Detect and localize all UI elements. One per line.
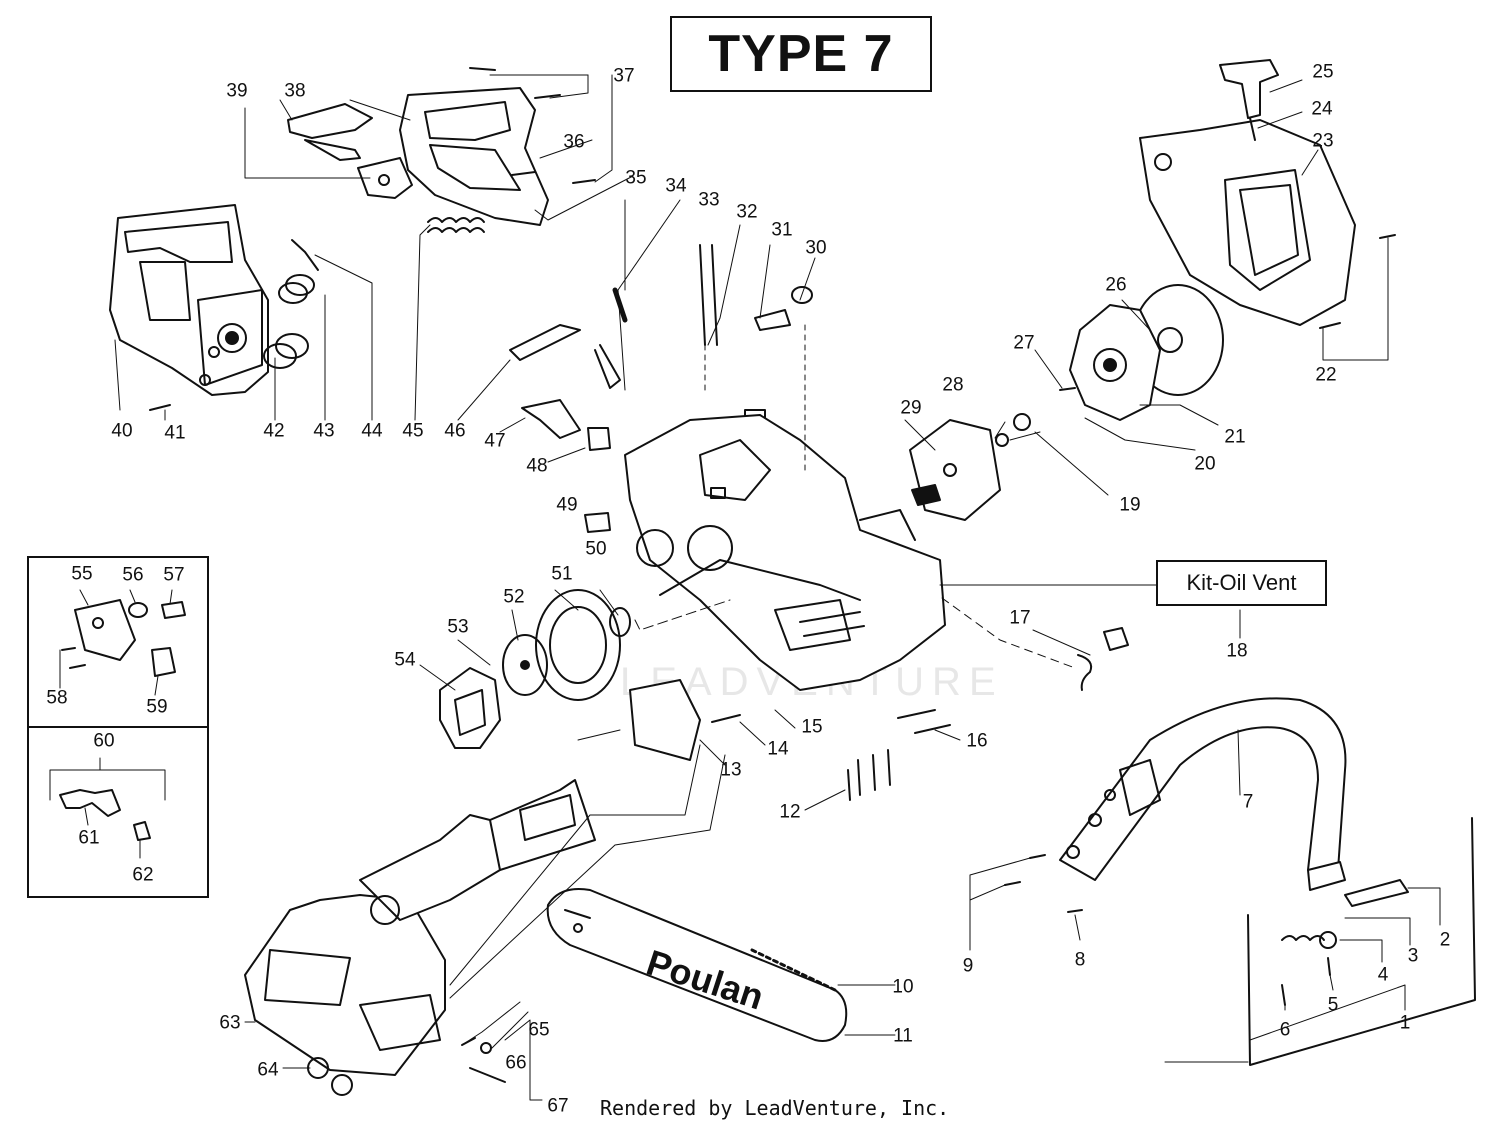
callout-5: 5	[1327, 994, 1339, 1016]
callout-52: 52	[503, 586, 525, 608]
callout-43: 43	[313, 420, 335, 442]
oil-vent-part	[1077, 627, 1129, 691]
throttle-trigger-part	[287, 103, 413, 199]
callout-37: 37	[613, 65, 635, 87]
callout-59: 59	[146, 696, 168, 718]
callout-67: 67	[547, 1095, 569, 1117]
callout-29: 29	[900, 397, 922, 419]
callout-12: 12	[779, 801, 801, 823]
callout-50: 50	[585, 538, 607, 560]
callout-2: 2	[1439, 929, 1451, 951]
render-credit: Rendered by LeadVenture, Inc.	[600, 1096, 950, 1120]
sprocket-cover-part	[244, 679, 701, 1076]
callout-9: 9	[962, 955, 974, 977]
callout-38: 38	[284, 80, 306, 102]
inset-oil-pump-parts	[59, 599, 186, 841]
callout-54: 54	[394, 649, 416, 671]
callout-4: 4	[1377, 964, 1389, 986]
callout-63: 63	[219, 1012, 241, 1034]
callout-33: 33	[698, 189, 720, 211]
callout-61: 61	[78, 827, 100, 849]
callout-22: 22	[1315, 364, 1337, 386]
callout-1: 1	[1399, 1012, 1411, 1034]
diagram-title-box: TYPE 7	[670, 16, 932, 92]
linkage-parts	[509, 244, 813, 533]
callout-23: 23	[1312, 130, 1334, 152]
crankcase-part	[624, 414, 946, 691]
callout-45: 45	[402, 420, 424, 442]
leader-lines	[49, 74, 1441, 1101]
starter-housing-part	[1132, 59, 1396, 396]
callout-6: 6	[1279, 1019, 1291, 1041]
callout-65: 65	[528, 1019, 550, 1041]
kit-oil-vent-box: Kit-Oil Vent	[1156, 560, 1327, 606]
front-handle-part	[1059, 697, 1347, 891]
callout-44: 44	[361, 420, 383, 442]
callout-62: 62	[132, 864, 154, 886]
callout-47: 47	[484, 430, 506, 452]
callout-66: 66	[505, 1052, 527, 1074]
callout-24: 24	[1311, 98, 1333, 120]
callout-17: 17	[1009, 607, 1031, 629]
upper-handle-housing-part	[399, 67, 596, 226]
diagram-title: TYPE 7	[708, 25, 894, 83]
callout-49: 49	[556, 494, 578, 516]
callout-39: 39	[226, 80, 248, 102]
callout-60: 60	[93, 730, 115, 752]
callout-53: 53	[447, 616, 469, 638]
callout-56: 56	[122, 564, 144, 586]
callout-36: 36	[563, 131, 585, 153]
callout-57: 57	[163, 564, 185, 586]
callout-31: 31	[771, 219, 793, 241]
callout-55: 55	[71, 563, 93, 585]
callout-34: 34	[665, 175, 687, 197]
callout-18: 18	[1226, 640, 1248, 662]
callout-19: 19	[1119, 494, 1141, 516]
callout-7: 7	[1242, 791, 1254, 813]
callout-64: 64	[257, 1059, 279, 1081]
callout-3: 3	[1407, 945, 1419, 967]
callout-10: 10	[892, 976, 914, 998]
callout-13: 13	[720, 759, 742, 781]
callout-20: 20	[1194, 453, 1216, 475]
callout-32: 32	[736, 201, 758, 223]
handle-mount-hardware-part	[1004, 817, 1476, 1066]
callout-28: 28	[942, 374, 964, 396]
flywheel-group-part	[909, 304, 1161, 521]
callout-30: 30	[805, 237, 827, 259]
callout-26: 26	[1105, 274, 1127, 296]
callout-11: 11	[893, 1025, 913, 1047]
callout-42: 42	[263, 420, 285, 442]
callout-15: 15	[801, 716, 823, 738]
callout-27: 27	[1013, 332, 1035, 354]
callout-46: 46	[444, 420, 466, 442]
rear-handle-part	[109, 204, 269, 396]
callout-58: 58	[46, 687, 68, 709]
kit-oil-vent-label: Kit-Oil Vent	[1186, 570, 1297, 595]
callout-41: 41	[164, 422, 186, 444]
callout-48: 48	[526, 455, 548, 477]
inset-box-oil-line	[27, 726, 209, 898]
callout-51: 51	[551, 563, 573, 585]
guide-bar-part	[546, 888, 848, 1042]
clutch-drum-part	[439, 589, 631, 749]
callout-21: 21	[1224, 426, 1246, 448]
callout-35: 35	[625, 167, 647, 189]
springs-part	[149, 217, 485, 411]
callout-40: 40	[111, 420, 133, 442]
callout-16: 16	[966, 730, 988, 752]
callout-14: 14	[767, 738, 789, 760]
callout-25: 25	[1312, 61, 1334, 83]
callout-8: 8	[1074, 949, 1086, 971]
